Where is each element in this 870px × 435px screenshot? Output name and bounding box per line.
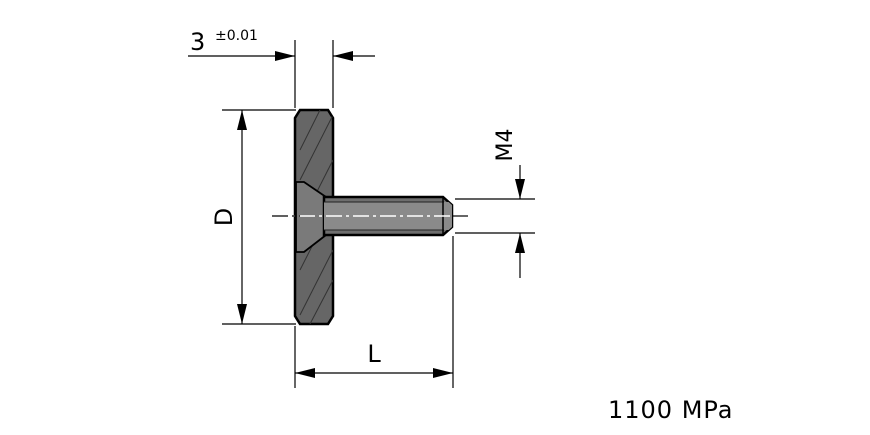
disc-head (293, 108, 335, 326)
length-dimension (294, 236, 454, 388)
diameter-label: D (210, 208, 238, 226)
length-label: L (367, 340, 381, 368)
strength-label: 1100 MPa (608, 396, 734, 424)
thread-dimension (455, 165, 535, 278)
thickness-label: 3 (190, 28, 205, 56)
thread-label: M4 (493, 129, 518, 162)
thickness-tolerance: ±0.01 (215, 28, 258, 44)
diameter-dimension (222, 109, 296, 325)
thickness-dimension (188, 40, 375, 108)
